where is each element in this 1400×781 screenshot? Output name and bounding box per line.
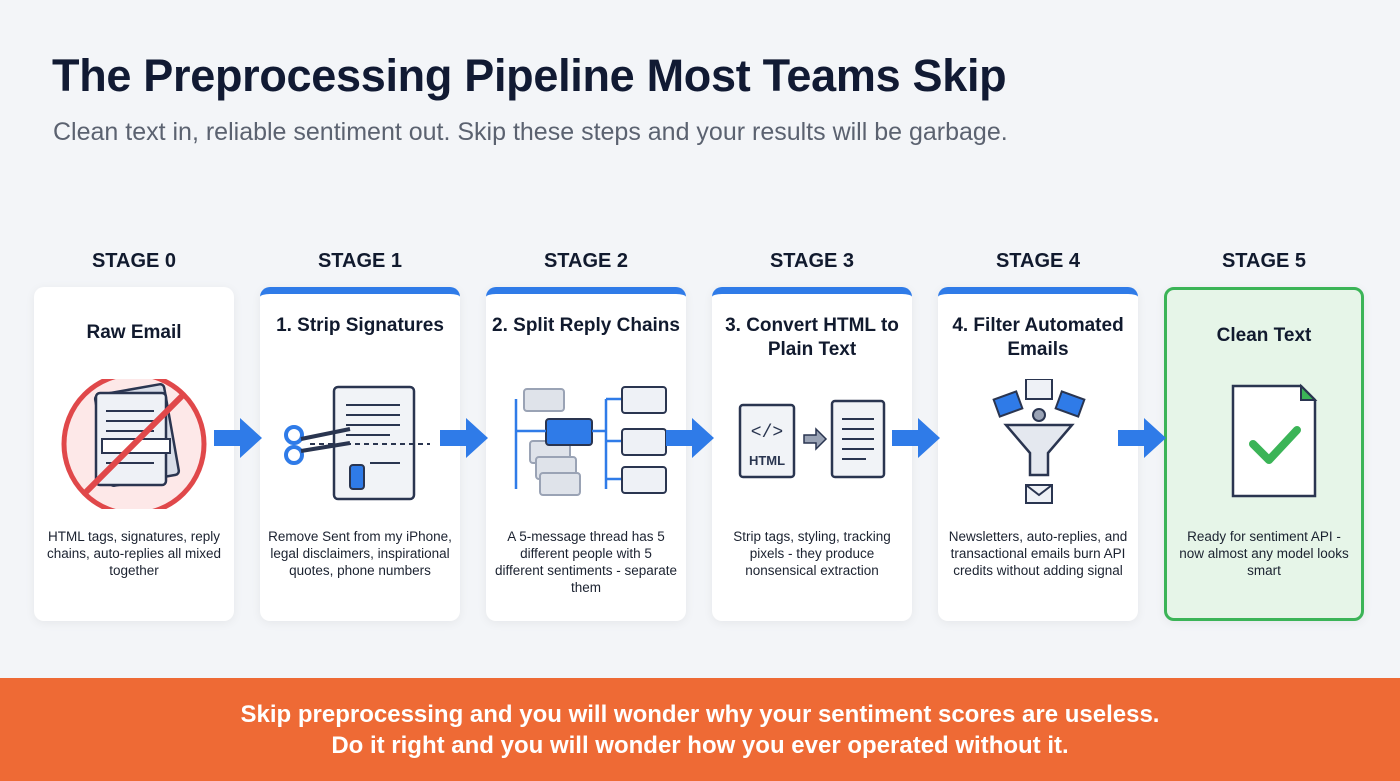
page-title: The Preprocessing Pipeline Most Teams Sk… (52, 50, 1007, 101)
stage-label: STAGE 2 (543, 250, 629, 272)
html-label: HTML (749, 453, 785, 468)
stage-card-split-reply-chains: 2. Split Reply Chains A 5-message thread… (486, 287, 686, 621)
arrow-right-icon (666, 418, 714, 458)
arrow-right-icon (214, 418, 262, 458)
footer-line: Do it right and you will wonder how you … (331, 732, 1069, 759)
arrow-right-icon (1118, 418, 1166, 458)
stage-label: STAGE 0 (91, 250, 177, 272)
card-title: Clean Text (1216, 325, 1312, 346)
card-title: Raw Email (86, 322, 182, 343)
card-description: A 5-message thread has 5 different peopl… (494, 529, 678, 595)
stage-card-filter-automated: 4. Filter Automated Emails Newsletters, … (938, 287, 1138, 621)
stage-card-convert-html: 3. Convert HTML to Plain Text </> HTML S… (712, 287, 912, 621)
scissors-document-icon (284, 385, 430, 501)
card-description: HTML tags, signatures, reply chains, aut… (46, 529, 222, 578)
funnel-icon (992, 379, 1086, 504)
card-title: 3. Convert HTML to Plain Text (725, 315, 899, 360)
footer-banner: Skip preprocessing and you will wonder w… (0, 678, 1400, 781)
checked-document-icon (1231, 383, 1318, 498)
card-description: Ready for sentiment API - now almost any… (1179, 529, 1349, 578)
card-title: 4. Filter Automated Emails (952, 315, 1124, 360)
card-title: 1. Strip Signatures (276, 315, 444, 336)
html-to-text-icon: </> HTML (738, 399, 886, 479)
crossed-out-document-icon (61, 379, 207, 509)
stage-card-clean-text: Clean Text Ready for sentiment API - now… (1164, 287, 1364, 621)
stage-label: STAGE 1 (317, 250, 403, 272)
card-description: Newsletters, auto-replies, and transacti… (948, 529, 1128, 578)
page-subtitle: Clean text in, reliable sentiment out. S… (53, 118, 1008, 146)
stage-card-strip-signatures: 1. Strip Signatures Remove Sent from my … (260, 287, 460, 621)
card-description: Strip tags, styling, tracking pixels - t… (733, 529, 891, 578)
stage-label: STAGE 4 (995, 250, 1081, 272)
svg-text:</>: </> (751, 423, 783, 443)
card-title: 2. Split Reply Chains (492, 315, 680, 336)
stage-card-raw-email: Raw Email HTML tags, signatures, reply c… (34, 287, 234, 621)
arrow-right-icon (892, 418, 940, 458)
stage-label: STAGE 3 (769, 250, 855, 272)
stage-label: STAGE 5 (1221, 250, 1307, 272)
message-tree-icon (514, 386, 667, 496)
card-description: Remove Sent from my iPhone, legal discla… (268, 529, 452, 578)
arrow-right-icon (440, 418, 488, 458)
footer-line: Skip preprocessing and you will wonder w… (240, 701, 1160, 728)
